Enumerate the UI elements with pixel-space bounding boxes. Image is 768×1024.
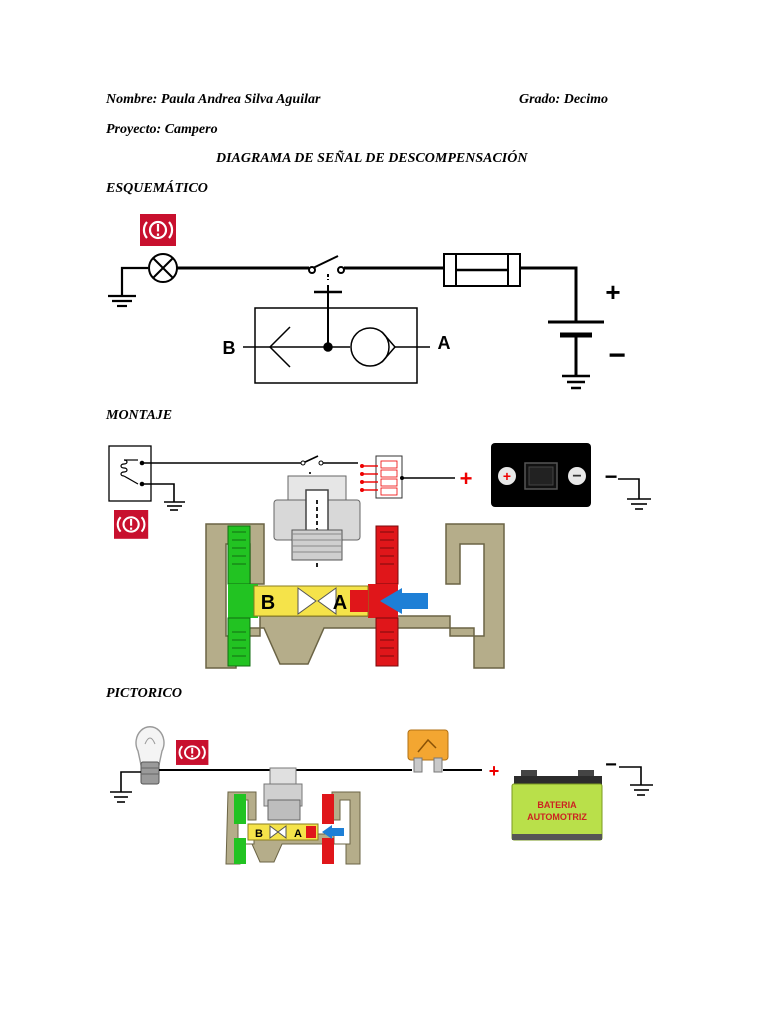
battery-plus-label: + — [605, 277, 620, 307]
ground-symbol — [108, 266, 148, 308]
battery-label-2: AUTOMOTRIZ — [527, 812, 587, 822]
svg-text:−: − — [572, 468, 581, 485]
ground-symbol — [110, 771, 141, 803]
student-grade: Grado: Decimo — [519, 92, 609, 107]
switch-contact — [300, 460, 306, 466]
proportioning-valve — [205, 475, 505, 669]
section-assembly-title: MONTAJE — [106, 408, 173, 423]
port-b-label: B — [223, 338, 236, 358]
svg-text:+: + — [503, 468, 511, 484]
valve-b-label: B — [261, 592, 275, 614]
assembly-diagram: + + − − — [108, 443, 651, 669]
pressure-switch-symbol — [308, 255, 345, 294]
battery-block: + − — [491, 443, 591, 507]
fuse-block — [360, 455, 455, 499]
ground-symbol — [618, 478, 651, 510]
port-a-label: A — [438, 333, 451, 353]
car-battery-icon — [511, 770, 603, 841]
section-schematic-title: ESQUEMÁTICO — [106, 181, 208, 196]
plus-label: + — [489, 761, 500, 781]
fuse-symbol — [443, 253, 521, 287]
brake-warning-icon — [138, 212, 178, 248]
page-title: DIAGRAMA DE SEÑAL DE DESCOMPENSACIÓN — [216, 151, 528, 166]
valve-schematic-symbol — [243, 292, 430, 384]
fuse-icon — [407, 729, 449, 773]
warning-lamp-symbol — [148, 253, 178, 283]
ground-symbol — [142, 483, 185, 511]
valve-b-label: B — [255, 828, 263, 840]
student-name: Nombre: Paula Andrea Silva Aguilar — [106, 92, 321, 107]
battery-minus-label: − — [605, 754, 617, 776]
schematic-diagram: + − B A — [108, 212, 626, 390]
battery-minus-label: − — [605, 464, 618, 489]
battery-symbol — [548, 320, 604, 390]
brake-warning-icon — [112, 508, 150, 540]
valve-a-label: A — [333, 592, 347, 614]
valve-a-label: A — [294, 828, 302, 840]
battery-minus-label: − — [608, 339, 626, 372]
indicator-lamp-box — [108, 445, 152, 502]
project-name: Proyecto: Campero — [106, 122, 218, 137]
light-bulb-icon — [135, 726, 165, 785]
brake-warning-icon — [175, 739, 210, 766]
section-pictorial-title: PICTORICO — [106, 686, 182, 701]
battery-label-1: BATERIA — [537, 800, 577, 810]
plus-label: + — [460, 466, 473, 491]
pictorial-diagram: + B A BATERIA AUTOMOTRIZ − — [110, 726, 653, 865]
small-valve — [225, 767, 361, 865]
switch-contact — [318, 460, 324, 466]
main-wire — [177, 266, 578, 322]
ground-symbol — [619, 766, 653, 796]
